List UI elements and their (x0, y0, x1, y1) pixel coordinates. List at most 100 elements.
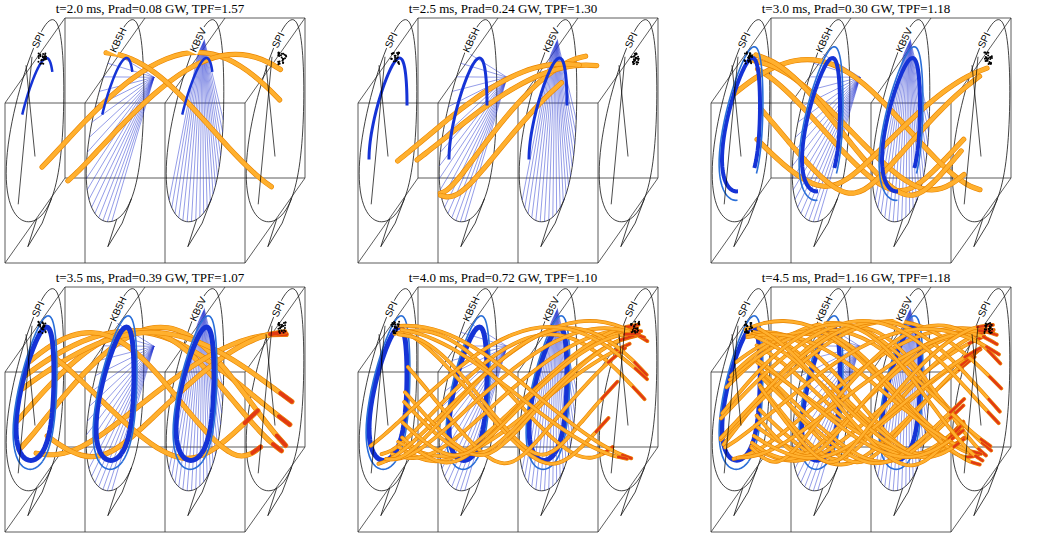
pellet-fragment (987, 55, 989, 57)
spi-trajectory (18, 57, 32, 205)
pellet-fragment (751, 54, 753, 56)
pellet-fragment (393, 52, 395, 54)
pellet-fragment (989, 327, 991, 329)
kb5v-chord (532, 31, 555, 218)
bounding-box-edge (65, 178, 305, 179)
pellet-fragment (43, 325, 45, 327)
pellet-fragment (989, 330, 991, 332)
bounding-box-edge (358, 103, 598, 104)
pellet-fragment (41, 332, 43, 334)
pellet-fragment (748, 55, 750, 57)
divertor-outline (541, 468, 565, 516)
pellet-fragment (635, 328, 637, 330)
pellet-fragment (990, 63, 992, 65)
pellet-fragment (394, 332, 396, 334)
spi-trajectory (732, 65, 741, 156)
field-line-tip (988, 412, 999, 423)
pellet-fragment (638, 58, 640, 60)
pellet-fragment (278, 322, 280, 324)
vessel-outline (599, 20, 657, 222)
tokamak-panel (5, 287, 305, 532)
field-line-tip (596, 418, 609, 432)
divertor-outline (108, 199, 132, 247)
divertor-outline (461, 199, 485, 247)
kb5h-chord (456, 76, 507, 77)
pellet-fragment (634, 330, 636, 332)
divertor-outline (734, 468, 758, 516)
spi-trajectory (258, 57, 272, 205)
divertor-outline (734, 199, 758, 247)
pellet-fragment (635, 58, 637, 60)
divertor-outline (894, 468, 918, 516)
pellet-fragment (391, 325, 393, 327)
bounding-box-edge (5, 263, 245, 264)
radiation-ring (719, 47, 763, 201)
pellet-fragment (985, 60, 987, 62)
pellet-fragment (278, 330, 280, 332)
spi-trajectory (379, 334, 388, 425)
pellet-fragment (985, 56, 987, 58)
pellet-fragment (282, 58, 284, 60)
field-line-tip (633, 387, 645, 399)
pellet-fragment (281, 330, 283, 332)
pellet-fragment (990, 324, 992, 326)
pellet-fragment (634, 321, 636, 323)
kb5v-chord (202, 31, 222, 132)
field-line-tip (252, 447, 260, 453)
pellet-fragment (45, 58, 47, 60)
tokamak-panel (358, 287, 658, 532)
kb5h-chord (92, 77, 154, 207)
pellet-fragment (41, 59, 43, 61)
pellet-fragment (989, 63, 991, 65)
vessel-outline (519, 20, 577, 222)
pellet-fragment (397, 61, 399, 63)
pellet-fragment (277, 328, 279, 330)
spi-trajectory (972, 65, 981, 156)
field-line-band (402, 330, 628, 459)
pellet-fragment (396, 326, 398, 328)
pellet-fragment (394, 60, 396, 62)
pellet-fragment (985, 53, 987, 55)
pellet-fragment (989, 56, 991, 58)
pellet-fragment (280, 54, 282, 56)
field-line-tip (277, 436, 286, 446)
field-line-band (106, 53, 271, 187)
radiation-ring (96, 327, 134, 460)
field-line-tip (245, 411, 258, 423)
pellet-fragment (395, 330, 397, 332)
field-line-band (399, 326, 632, 459)
bounding-box-edge (65, 18, 66, 178)
radiation-ring (102, 58, 132, 115)
vessel-outline (246, 20, 304, 222)
field-line-band (756, 55, 961, 195)
pellet-fragment (278, 52, 280, 54)
pellet-fragment (636, 63, 638, 65)
field-line-tip (280, 393, 292, 402)
pellet-fragment (634, 324, 636, 326)
kb5h-chord (103, 76, 154, 77)
bounding-box-edge (418, 178, 658, 179)
vessel-outline (6, 289, 64, 491)
pellet-fragment (44, 330, 46, 332)
pellet-fragment (390, 58, 392, 60)
divertor-outline (974, 199, 998, 247)
bounding-box-edge (65, 447, 305, 448)
pellet-fragment (398, 52, 400, 54)
field-line-band (757, 68, 987, 186)
radiation-ring (176, 327, 214, 460)
field-line-band (42, 52, 280, 167)
field-line-band (378, 321, 647, 464)
pellet-fragment (991, 324, 993, 326)
pellet-fragment (396, 57, 398, 59)
field-line-tip (986, 347, 999, 355)
spi-trajectory (379, 65, 388, 156)
field-line-tip (983, 337, 997, 344)
bounding-box-edge (598, 103, 599, 263)
field-line-tip (979, 329, 993, 332)
bounding-box-edge (711, 532, 951, 533)
field-line-band (758, 328, 960, 465)
pellet-fragment (392, 52, 394, 54)
spi-trajectory (732, 334, 741, 425)
bounding-box-edge (5, 103, 6, 263)
field-line-band (378, 321, 647, 464)
